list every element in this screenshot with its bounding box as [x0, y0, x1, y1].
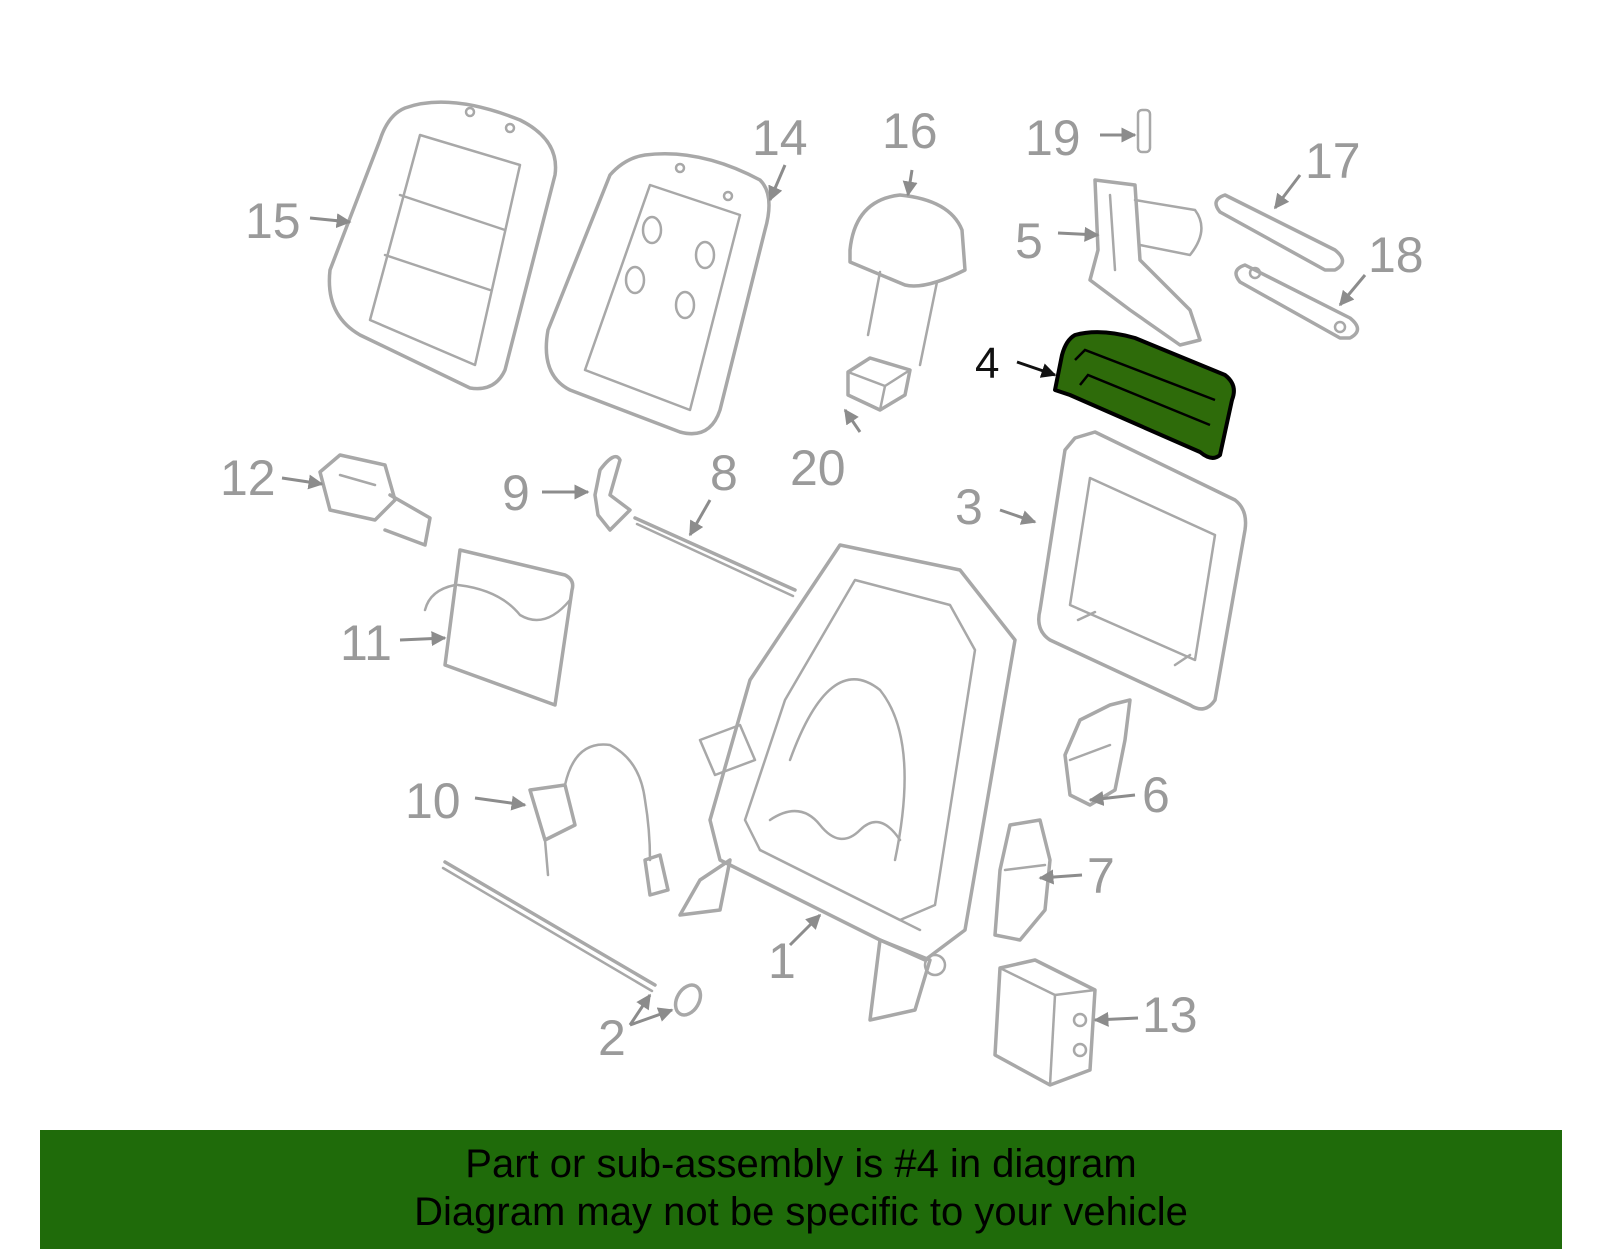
callout-3: 3: [955, 479, 983, 535]
part-11-pocket: [423, 548, 575, 707]
callout-11: 11: [340, 615, 392, 671]
part-13-module: [993, 958, 1097, 1087]
callout-2: 2: [598, 1010, 626, 1066]
part-info-banner: Part or sub-assembly is #4 in diagram Di…: [40, 1130, 1562, 1249]
callout-1: 1: [768, 933, 796, 989]
callout-7: 7: [1087, 848, 1115, 904]
part-19-pin: [1136, 108, 1152, 154]
part-20-block: [846, 356, 912, 412]
part-7-motor: [993, 818, 1052, 942]
callout-13: 13: [1142, 987, 1198, 1043]
banner-line-1: Part or sub-assembly is #4 in diagram: [465, 1142, 1137, 1186]
part-15-seat-back-cover: [327, 100, 558, 391]
callout-16: 16: [882, 103, 938, 159]
callout-labels: 15 14 16 19 5 17 18 4 3 12 9 8 20 11 10 …: [220, 103, 1424, 1066]
callout-12: 12: [220, 450, 276, 506]
part-5-bracket: [1088, 178, 1203, 347]
part-18-strap: [1234, 263, 1360, 340]
part-16-headrest: [848, 193, 967, 367]
callout-4: 4: [975, 339, 999, 388]
part-12-connector: [318, 453, 432, 547]
callout-9: 9: [502, 465, 530, 521]
part-4-highlighted-panel: [1053, 330, 1236, 460]
part-6-motor: [1063, 698, 1132, 807]
callout-8: 8: [710, 445, 738, 501]
callout-19: 19: [1025, 110, 1081, 166]
callout-15: 15: [245, 193, 301, 249]
part-9-clip: [593, 454, 632, 532]
part-3-seat-back-panel: [1037, 430, 1248, 711]
callout-14: 14: [752, 110, 808, 166]
callout-10: 10: [405, 773, 461, 829]
part-14-seat-back-pad: [544, 152, 771, 436]
leader-lines: [281, 127, 1367, 1027]
banner-line-2: Diagram may not be specific to your vehi…: [414, 1190, 1188, 1234]
callout-18: 18: [1368, 227, 1424, 283]
part-1-seat-frame: [678, 543, 1017, 1022]
part-2-rod: [441, 860, 703, 1017]
callout-20: 20: [790, 440, 846, 496]
callout-6: 6: [1142, 767, 1170, 823]
part-10-cable: [528, 743, 670, 897]
part-8-rod: [633, 516, 797, 598]
callout-5: 5: [1015, 213, 1043, 269]
part-17-strap: [1214, 193, 1345, 272]
callout-17: 17: [1305, 133, 1361, 189]
seat-parts-diagram: 15 14 16 19 5 17 18 4 3 12 9 8 20 11 10 …: [220, 100, 1424, 1087]
